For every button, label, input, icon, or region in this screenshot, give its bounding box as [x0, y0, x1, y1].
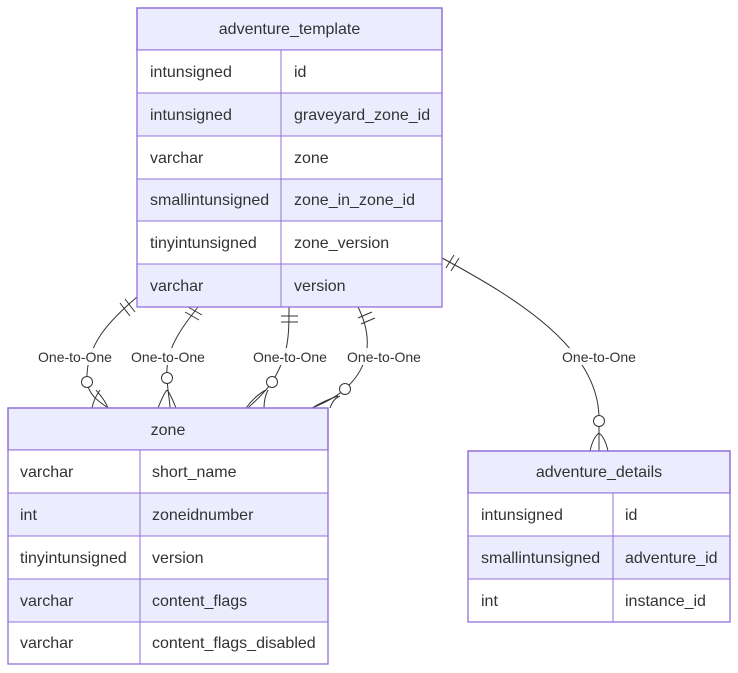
attribute-name: content_flags	[152, 593, 247, 610]
crow-marker	[311, 395, 341, 409]
attribute-name: graveyard_zone_id	[294, 107, 430, 124]
edge-labels: One-to-One One-to-One One-to-One One-to-…	[36, 348, 638, 365]
crow-marker	[91, 389, 109, 409]
attribute-type: varchar	[20, 635, 74, 652]
relationship-edge	[441, 257, 600, 451]
entity-adventure-details[interactable]: adventure_details intunsigned id smallin…	[467, 450, 731, 623]
attribute-name: content_flags_disabled	[152, 635, 316, 652]
zero-marker	[339, 383, 351, 395]
zero-marker	[161, 372, 173, 384]
attribute-type: tinyintunsigned	[150, 235, 257, 252]
attribute-name: adventure_id	[625, 550, 718, 567]
entity-adventure-template[interactable]: adventure_template intunsigned id intuns…	[136, 7, 443, 308]
attribute-type: intunsigned	[150, 64, 232, 81]
attribute-type: varchar	[150, 150, 204, 167]
attribute-type: smallintunsigned	[150, 192, 269, 209]
crow-marker	[589, 432, 609, 452]
crow-marker	[157, 389, 177, 409]
attribute-name: id	[294, 64, 306, 81]
relationship-label: One-to-One	[253, 349, 327, 365]
attribute-type: int	[20, 507, 37, 524]
attribute-name: zone_version	[294, 235, 389, 252]
zero-marker	[266, 376, 278, 388]
entity-title: zone	[151, 422, 186, 439]
relationship-label: One-to-One	[562, 349, 636, 365]
relationship-label: One-to-One	[347, 349, 421, 365]
attribute-name: short_name	[152, 464, 237, 481]
attribute-type: tinyintunsigned	[20, 550, 127, 567]
attribute-type: varchar	[20, 464, 74, 481]
one-marker	[450, 257, 460, 272]
attribute-name: id	[625, 507, 637, 524]
attribute-type: varchar	[150, 278, 204, 295]
one-marker	[445, 254, 455, 269]
attribute-name: version	[294, 278, 346, 295]
one-marker	[124, 298, 136, 313]
relationship-label: One-to-One	[131, 349, 205, 365]
attribute-type: varchar	[20, 593, 74, 610]
one-marker	[187, 306, 203, 316]
crow-marker	[245, 389, 269, 409]
zero-marker	[81, 376, 93, 388]
cardinality-markers	[81, 254, 609, 452]
relationship-label: One-to-One	[38, 349, 112, 365]
attribute-type: int	[481, 593, 498, 610]
entity-title: adventure_details	[536, 464, 662, 481]
attribute-name: zoneidnumber	[152, 507, 254, 524]
attribute-name: version	[152, 550, 204, 567]
one-marker	[184, 311, 200, 321]
attribute-name: instance_id	[625, 593, 706, 610]
attribute-name: zone_in_zone_id	[294, 192, 415, 209]
attribute-type: intunsigned	[481, 507, 563, 524]
attribute-type: intunsigned	[150, 107, 232, 124]
one-marker	[357, 311, 373, 319]
attribute-type: smallintunsigned	[481, 550, 600, 567]
zero-marker	[593, 415, 605, 427]
one-marker	[360, 317, 376, 325]
one-marker	[119, 302, 131, 317]
attribute-name: zone	[294, 150, 329, 167]
entity-title: adventure_template	[219, 21, 361, 38]
entity-zone[interactable]: zone varchar short_name int zoneidnumber…	[7, 407, 329, 665]
